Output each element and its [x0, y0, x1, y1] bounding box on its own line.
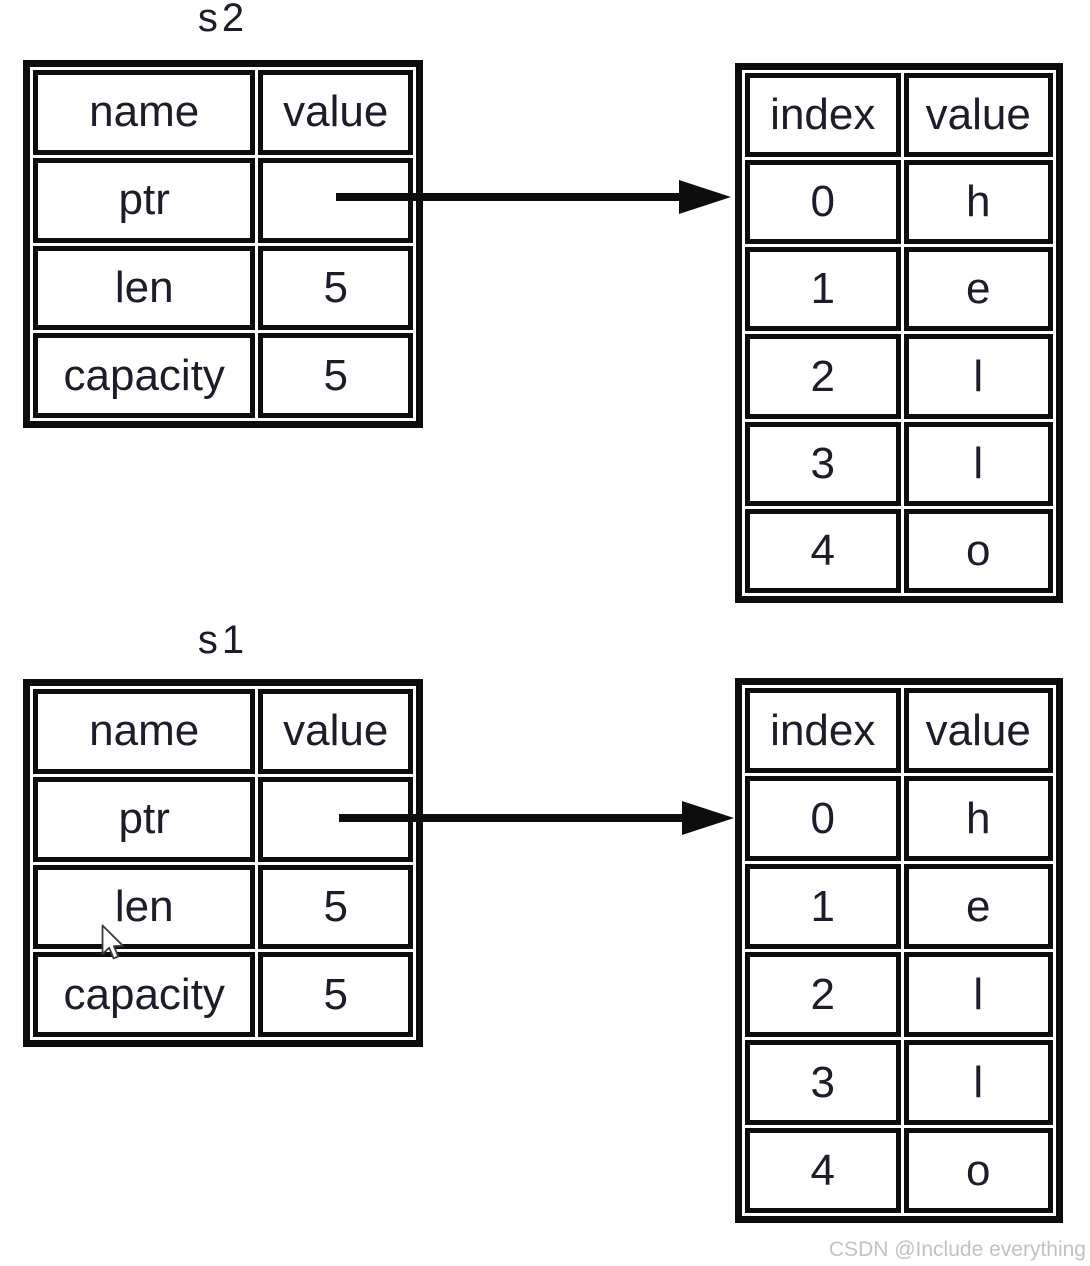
- mouse-cursor-icon: [101, 924, 124, 960]
- table-row: capacity 5: [33, 952, 413, 1037]
- table-row: index value: [745, 688, 1053, 773]
- heap-index-cell: 1: [745, 247, 901, 332]
- heap-value-cell: l: [903, 1040, 1053, 1125]
- table-row: 4 o: [745, 508, 1053, 593]
- struct-field-len: len: [33, 864, 256, 950]
- heap-index-cell: 3: [745, 421, 901, 506]
- heap-header-index: index: [745, 688, 901, 773]
- struct-field-capacity: capacity: [33, 333, 256, 418]
- struct-header-value: value: [258, 70, 413, 155]
- struct-len-value-cell: 5: [258, 864, 413, 950]
- heap-value-cell: l: [903, 421, 1053, 506]
- table-row: 0 h: [745, 160, 1053, 245]
- table-row: 2 l: [745, 952, 1053, 1037]
- struct-header-name: name: [33, 70, 256, 155]
- struct-field-ptr: ptr: [33, 776, 256, 862]
- table-row: index value: [745, 73, 1053, 158]
- struct-title-s1: s1: [197, 618, 249, 662]
- struct-len-value-cell: 5: [258, 245, 413, 331]
- heap-value-cell: e: [903, 864, 1053, 949]
- struct-field-ptr: ptr: [33, 157, 256, 243]
- heap-value-cell: e: [903, 247, 1053, 332]
- heap-value-cell: o: [903, 1128, 1053, 1213]
- heap-header-index: index: [745, 73, 901, 158]
- heap-value-cell: l: [903, 952, 1053, 1037]
- table-row: len 5: [33, 245, 413, 331]
- heap-value-cell: o: [903, 508, 1053, 593]
- struct-header-name: name: [33, 689, 256, 774]
- heap-table-s1: index value 0 h 1 e 2 l 3 l 4 o: [735, 678, 1063, 1223]
- table-row: capacity 5: [33, 333, 413, 418]
- heap-index-cell: 0: [745, 776, 901, 861]
- heap-value-cell: h: [903, 776, 1053, 861]
- table-row: 2 l: [745, 334, 1053, 419]
- struct-field-len: len: [33, 245, 256, 331]
- table-row: 0 h: [745, 776, 1053, 861]
- table-row: 3 l: [745, 1040, 1053, 1125]
- struct-capacity-value-cell: 5: [258, 952, 413, 1037]
- table-row: ptr: [33, 157, 413, 243]
- heap-index-cell: 4: [745, 1128, 901, 1213]
- struct-table-s1: name value ptr len 5 capacity 5: [23, 679, 423, 1047]
- struct-header-value: value: [258, 689, 413, 774]
- table-row: 4 o: [745, 1128, 1053, 1213]
- pointer-arrow-s2: [336, 180, 731, 214]
- table-row: name value: [33, 689, 413, 774]
- table-row: 3 l: [745, 421, 1053, 506]
- struct-table-s2: name value ptr len 5 capacity 5: [23, 60, 423, 428]
- heap-index-cell: 4: [745, 508, 901, 593]
- heap-index-cell: 2: [745, 952, 901, 1037]
- heap-table-s2: index value 0 h 1 e 2 l 3 l 4 o: [735, 63, 1063, 603]
- heap-index-cell: 0: [745, 160, 901, 245]
- heap-header-value: value: [903, 73, 1053, 158]
- heap-header-value: value: [903, 688, 1053, 773]
- struct-title-s2: s2: [197, 0, 249, 40]
- struct-capacity-value-cell: 5: [258, 333, 413, 418]
- watermark-text: CSDN @Include everything: [828, 1238, 1086, 1261]
- table-row: len 5: [33, 864, 413, 950]
- heap-value-cell: l: [903, 334, 1053, 419]
- table-row: 1 e: [745, 864, 1053, 949]
- pointer-arrow-s1: [339, 801, 734, 835]
- heap-index-cell: 3: [745, 1040, 901, 1125]
- struct-field-capacity: capacity: [33, 952, 256, 1037]
- table-row: 1 e: [745, 247, 1053, 332]
- heap-index-cell: 2: [745, 334, 901, 419]
- table-row: name value: [33, 70, 413, 155]
- heap-value-cell: h: [903, 160, 1053, 245]
- heap-index-cell: 1: [745, 864, 901, 949]
